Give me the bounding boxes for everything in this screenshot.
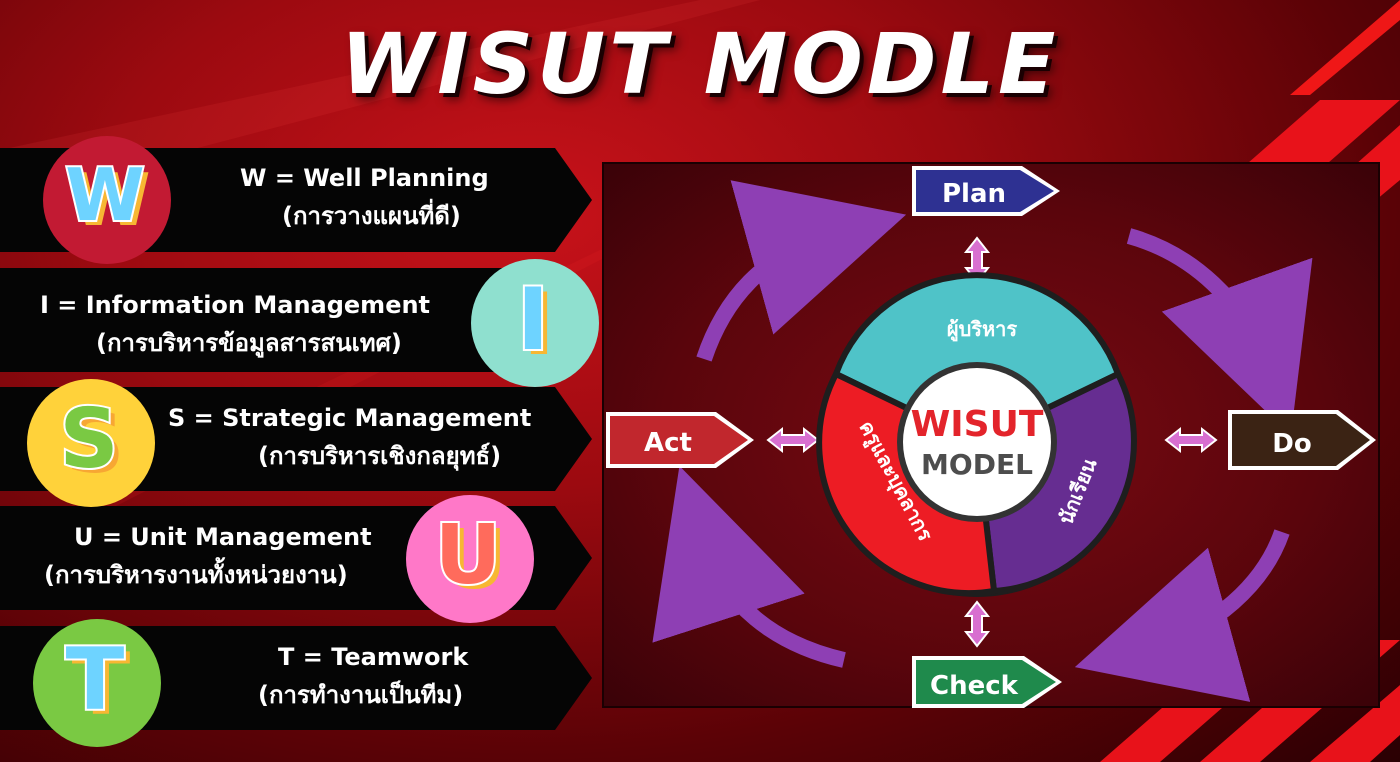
tag-act: Act xyxy=(606,412,754,468)
item-w-title: W = Well Planning xyxy=(240,164,489,192)
cycle-arrow-act-plan xyxy=(696,180,907,362)
item-i-title: I = Information Management xyxy=(40,291,431,319)
cycle-panel: WISUT MODEL ผู้บริหาร ครูและบุคลากร นักเ… xyxy=(602,162,1380,708)
letter-t: T xyxy=(66,630,125,730)
letter-s-badge: S S xyxy=(26,378,156,508)
double-arrow-check xyxy=(963,600,991,648)
svg-text:U: U xyxy=(441,513,508,608)
item-t-title: T = Teamwork xyxy=(278,643,469,671)
double-arrow-act xyxy=(766,426,820,454)
letter-w-badge: W W xyxy=(42,135,172,265)
tag-act-label: Act xyxy=(644,428,692,458)
cycle-arrow-plan-do xyxy=(1126,228,1313,436)
page-title: WISUT MODLE xyxy=(340,15,1060,113)
segment-top-label: ผู้บริหาร xyxy=(947,317,1018,343)
item-s-title: S = Strategic Management xyxy=(168,404,532,432)
cycle-arrow-do-check xyxy=(1074,529,1290,702)
tag-plan: Plan xyxy=(912,166,1060,216)
segment-top xyxy=(832,272,1122,446)
item-u-subtitle: (การบริหารงานทั้งหน่วยงาน) xyxy=(44,561,348,589)
svg-text:T: T xyxy=(72,635,131,735)
letter-u-badge: U U xyxy=(405,494,535,624)
tag-check: Check xyxy=(912,656,1062,708)
center-subtitle: MODEL xyxy=(921,448,1033,481)
center-circle xyxy=(903,368,1051,516)
letter-s: S xyxy=(59,392,118,487)
svg-text:I: I xyxy=(523,275,555,375)
letter-u: U xyxy=(435,508,502,603)
svg-text:W: W xyxy=(71,158,150,242)
item-t-subtitle: (การทำงานเป็นทีม) xyxy=(258,681,464,709)
svg-text:S: S xyxy=(65,397,124,492)
letter-w: W xyxy=(65,153,144,237)
center-title: WISUT xyxy=(911,404,1044,445)
item-i-subtitle: (การบริหารข้อมูลสารสนเทศ) xyxy=(96,329,402,357)
tag-plan-label: Plan xyxy=(942,179,1006,209)
cycle-arrow-check-act xyxy=(652,465,846,668)
letter-t-badge: T T xyxy=(32,618,162,748)
tag-do-label: Do xyxy=(1272,429,1311,459)
segment-left xyxy=(816,370,998,596)
tag-do: Do xyxy=(1228,410,1376,470)
item-s-subtitle: (การบริหารเชิงกลยุทธ์) xyxy=(258,442,502,470)
item-u-title: U = Unit Management xyxy=(74,523,372,551)
letter-i: I xyxy=(517,270,549,370)
double-arrow-do xyxy=(1164,426,1218,454)
item-w-subtitle: (การวางแผนที่ดี) xyxy=(282,202,461,230)
tag-check-label: Check xyxy=(930,671,1019,701)
letter-i-badge: I I xyxy=(470,258,600,388)
